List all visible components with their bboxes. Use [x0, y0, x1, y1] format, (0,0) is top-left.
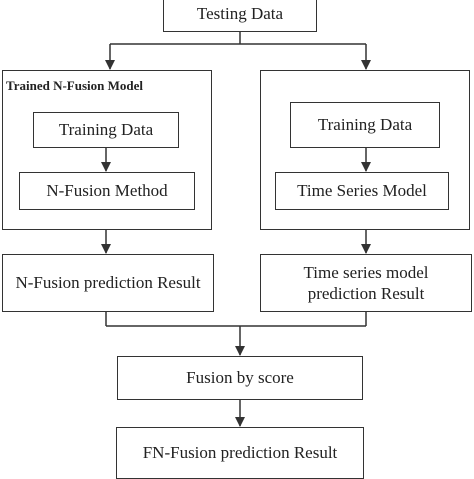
left-training-data-box: Training Data: [33, 112, 179, 148]
time-series-result-line1: Time series model: [303, 262, 429, 282]
time-series-result-line2: prediction Result: [307, 284, 425, 303]
n-fusion-result-label: N-Fusion prediction Result: [15, 273, 201, 293]
testing-data-label: Testing Data: [196, 4, 284, 24]
time-series-result-box: Time series model prediction Result: [260, 254, 472, 312]
fusion-by-score-box: Fusion by score: [117, 356, 363, 400]
right-training-data-label: Training Data: [317, 115, 413, 135]
n-fusion-result-box: N-Fusion prediction Result: [2, 254, 214, 312]
fn-fusion-result-label: FN-Fusion prediction Result: [142, 443, 338, 463]
trained-n-fusion-model-group: [2, 70, 212, 230]
fn-fusion-result-box: FN-Fusion prediction Result: [116, 427, 364, 479]
testing-data-box: Testing Data: [163, 0, 317, 32]
time-series-model-group: [260, 70, 470, 230]
n-fusion-method-label: N-Fusion Method: [46, 181, 168, 201]
time-series-model-box: Time Series Model: [275, 172, 449, 210]
time-series-model-label: Time Series Model: [297, 181, 427, 201]
trained-n-fusion-model-title: Trained N-Fusion Model: [6, 78, 143, 93]
fusion-by-score-label: Fusion by score: [186, 368, 294, 388]
right-training-data-box: Training Data: [290, 102, 440, 148]
n-fusion-method-box: N-Fusion Method: [19, 172, 195, 210]
left-training-data-label: Training Data: [58, 120, 154, 140]
